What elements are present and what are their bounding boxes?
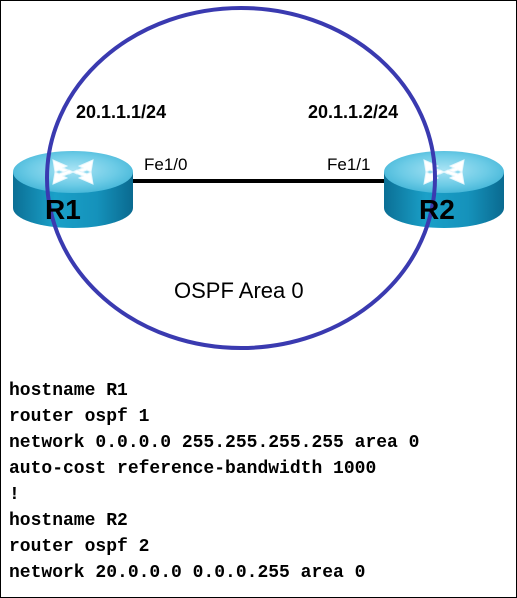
ospf-area-circle: [45, 6, 437, 350]
config-line: router ospf 2: [9, 537, 150, 557]
config-line: auto-cost reference-bandwidth 1000: [9, 459, 377, 479]
r2-name-label: R2: [419, 194, 455, 225]
router-r2-icon[interactable]: [384, 151, 504, 228]
r1-ip-label: 20.1.1.1/24: [76, 102, 166, 122]
router-r1-icon[interactable]: [13, 151, 133, 228]
config-line: hostname R2: [9, 511, 128, 531]
area-label: OSPF Area 0: [174, 278, 304, 303]
config-line: network 20.0.0.0 0.0.0.255 area 0: [9, 563, 366, 583]
network-topology-diagram: 20.1.1.1/24 20.1.1.2/24 Fe1/0 Fe1/1 R1 R…: [13, 6, 504, 350]
config-listing: hostname R1 router ospf 1 network 0.0.0.…: [9, 378, 419, 586]
r2-ip-label: 20.1.1.2/24: [308, 102, 398, 122]
r1-interface-label: Fe1/0: [144, 155, 187, 174]
config-line: network 0.0.0.0 255.255.255.255 area 0: [9, 433, 420, 453]
config-line: hostname R1: [9, 381, 128, 401]
config-line: router ospf 1: [9, 407, 150, 427]
r1-name-label: R1: [45, 194, 81, 225]
config-line: !: [9, 485, 20, 505]
r2-interface-label: Fe1/1: [327, 155, 370, 174]
